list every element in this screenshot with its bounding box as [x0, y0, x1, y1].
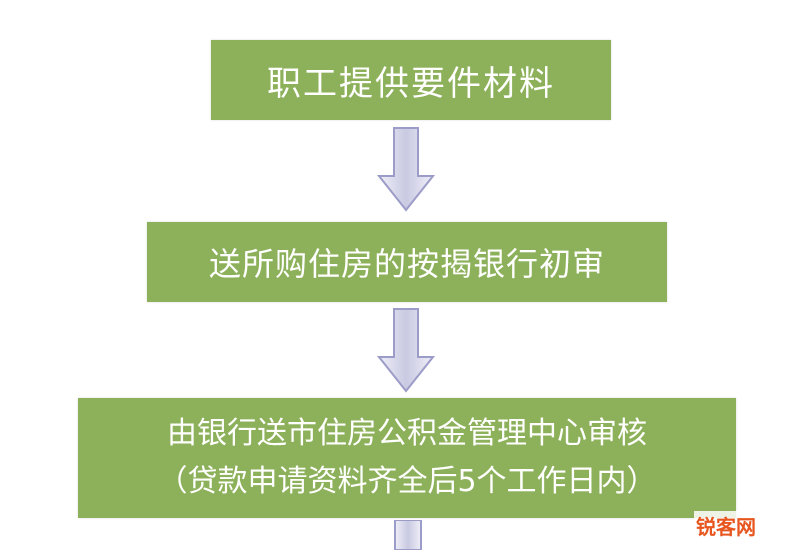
flow-step-3-label: 由银行送市住房公积金管理中心审核	[167, 416, 647, 451]
down-arrow-icon	[377, 308, 435, 393]
flow-step-2: 送所购住房的按揭银行初审	[147, 222, 667, 302]
flow-step-1: 职工提供要件材料	[211, 40, 611, 120]
watermark-logo: 锐客网	[694, 511, 758, 540]
flow-step-3: 由银行送市住房公积金管理中心审核 （贷款申请资料齐全后5个工作日内）	[78, 398, 736, 518]
down-arrow-icon	[377, 127, 435, 212]
flow-step-3-note: （贷款申请资料齐全后5个工作日内）	[157, 464, 657, 499]
flow-step-1-label: 职工提供要件材料	[267, 63, 555, 104]
flow-step-2-label: 送所购住房的按揭银行初审	[208, 245, 605, 283]
down-arrow-icon	[394, 520, 422, 550]
